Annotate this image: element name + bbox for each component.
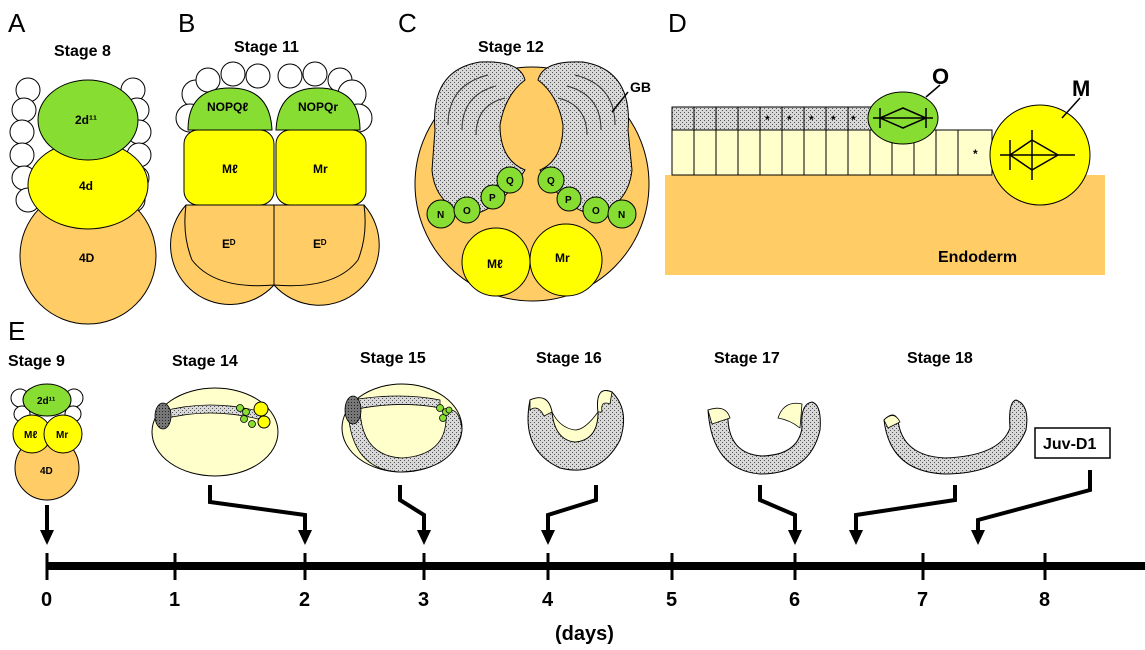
label-o-right: O bbox=[592, 206, 600, 217]
label-m-left: Mℓ bbox=[222, 162, 238, 176]
panel-letter-d: D bbox=[668, 8, 687, 38]
arrow-heads bbox=[40, 530, 985, 545]
stage-label-16: Stage 16 bbox=[536, 350, 602, 367]
panel-letter-c: C bbox=[398, 8, 417, 38]
panel-a: A Stage 8 2d¹¹ 4d 4D bbox=[8, 8, 156, 324]
label-q-left: Q bbox=[506, 176, 514, 187]
label-gb: GB bbox=[630, 79, 651, 95]
tick-7: 7 bbox=[917, 589, 928, 611]
label-juv-d1: Juv-D1 bbox=[1043, 436, 1096, 453]
panel-letter-a: A bbox=[8, 8, 26, 38]
panel-c: C Stage 12 GB Mℓ Mr N O P Q Q P O N bbox=[398, 8, 651, 301]
panel-letter-e: E bbox=[8, 316, 25, 346]
label-2d: 2d¹¹ bbox=[75, 113, 97, 127]
m-bandlets bbox=[672, 130, 992, 175]
panel-e: E Stage 9 Stage 14 Stage 15 Stage 16 Sta… bbox=[8, 316, 1145, 645]
o-bandlet bbox=[672, 107, 872, 130]
panel-b: B Stage 11 NOPQℓ NOPQr Mℓ Mr Eᴰ Eᴰ bbox=[171, 8, 380, 305]
label-m-right-c: Mr bbox=[555, 251, 570, 265]
embryo-stage-15 bbox=[342, 384, 462, 472]
label-m-right: Mr bbox=[313, 162, 328, 176]
asterisk-o5: * bbox=[851, 113, 856, 127]
asterisk-o4: * bbox=[831, 113, 836, 127]
label-4D: 4D bbox=[79, 251, 95, 265]
tick-3: 3 bbox=[418, 589, 429, 611]
tick-5: 5 bbox=[666, 589, 677, 611]
label-o: O bbox=[932, 64, 949, 89]
label-m-left-c: Mℓ bbox=[487, 257, 503, 271]
label-n-right: N bbox=[618, 210, 625, 221]
tick-6: 6 bbox=[789, 589, 800, 611]
panel-letter-b: B bbox=[178, 8, 195, 38]
axis-label-days: (days) bbox=[555, 623, 614, 645]
tick-8: 8 bbox=[1039, 589, 1050, 611]
tick-1: 1 bbox=[169, 589, 180, 611]
label-4D-e: 4D bbox=[40, 466, 53, 477]
label-endoderm: Endoderm bbox=[938, 249, 1017, 266]
panel-d: D Endoderm * * * * * * bbox=[665, 8, 1105, 275]
label-ed-right: Eᴰ bbox=[313, 237, 327, 251]
label-q-right: Q bbox=[547, 176, 555, 187]
label-m-right-e: Mr bbox=[56, 430, 68, 441]
asterisk-o1: * bbox=[765, 113, 770, 127]
tick-4: 4 bbox=[542, 589, 554, 611]
asterisk-o3: * bbox=[809, 113, 814, 127]
stage-label-18: Stage 18 bbox=[907, 350, 973, 367]
asterisk-o2: * bbox=[787, 113, 792, 127]
label-nopq-right: NOPQr bbox=[298, 100, 338, 114]
label-nopq-left: NOPQℓ bbox=[207, 100, 248, 114]
asterisk-m: * bbox=[973, 147, 978, 161]
embryo-stage-9: 2d¹¹ Mℓ Mr 4D bbox=[11, 384, 83, 500]
embryo-stage-14 bbox=[152, 388, 278, 476]
embryo-stage-17 bbox=[708, 402, 820, 474]
stage-label-b: Stage 11 bbox=[234, 39, 299, 56]
label-2d-e: 2d¹¹ bbox=[37, 396, 56, 407]
label-4d: 4d bbox=[79, 179, 93, 193]
stage-label-a: Stage 8 bbox=[54, 43, 111, 60]
label-p-right: P bbox=[565, 195, 572, 206]
label-ed-left: Eᴰ bbox=[222, 237, 236, 251]
tick-2: 2 bbox=[299, 589, 310, 611]
stage-label-15: Stage 15 bbox=[360, 350, 426, 367]
label-p-left: P bbox=[489, 193, 496, 204]
stage-label-c: Stage 12 bbox=[478, 39, 544, 56]
label-m: M bbox=[1072, 76, 1090, 101]
label-m-left-e: Mℓ bbox=[24, 430, 37, 441]
tick-0: 0 bbox=[41, 589, 52, 611]
label-o-left: O bbox=[463, 206, 471, 217]
label-n-left: N bbox=[437, 210, 444, 221]
embryo-stage-18 bbox=[884, 400, 1027, 474]
stage-label-14: Stage 14 bbox=[172, 353, 238, 370]
stage-label-17: Stage 17 bbox=[714, 350, 780, 367]
timeline-arrows bbox=[47, 470, 1090, 535]
embryo-stage-16 bbox=[528, 391, 624, 471]
timeline-axis bbox=[47, 562, 1145, 570]
stage-label-9: Stage 9 bbox=[8, 353, 65, 370]
